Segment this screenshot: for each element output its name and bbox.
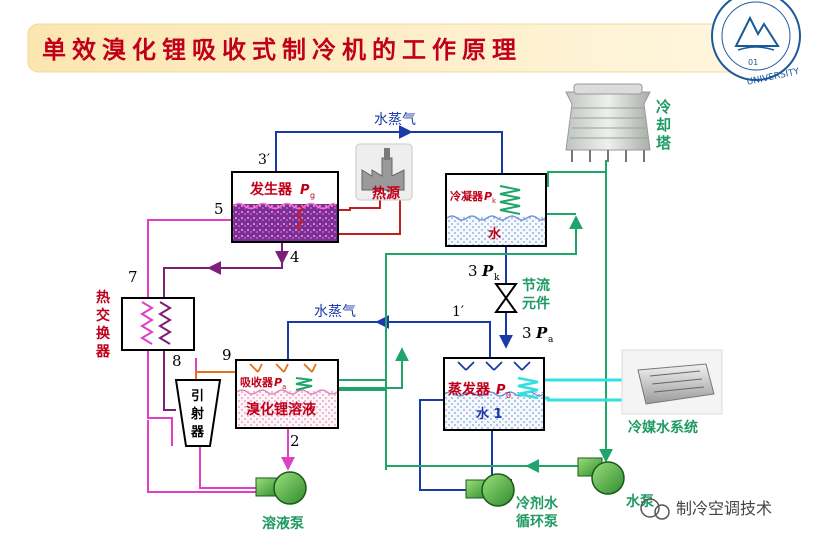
title-banner: 单效溴化锂吸收式制冷机的工作原理: [0, 0, 816, 80]
refrigerant-pump: 冷剂水 循环泵: [465, 473, 559, 530]
ejector: 引 射 器: [174, 379, 222, 447]
refrigerant-pump-loop: [491, 430, 512, 481]
condenser: 冷凝器 P k 水: [445, 173, 547, 247]
svg-text:器: 器: [95, 344, 111, 360]
generator: 发生器 P g: [231, 171, 339, 243]
heat-exchanger-label: 热 交 换 器: [95, 289, 111, 360]
wechat-icon: [640, 498, 660, 518]
watermark-text: 制冷空调技术: [676, 499, 772, 518]
svg-text:器: 器: [190, 425, 205, 440]
heat-exchanger: 热 交 换 器: [95, 289, 195, 360]
vapor-label-top: 水蒸气: [374, 112, 416, 128]
evaporator-coil: [517, 376, 539, 400]
factory-icon: [361, 157, 405, 191]
solution-pipe-pump-left: [147, 420, 262, 493]
absorber-pressure-symbol: P: [274, 376, 282, 389]
heat-source: 热源: [355, 143, 413, 202]
page-title: 单效溴化锂吸收式制冷机的工作原理: [42, 36, 522, 64]
svg-text:冷剂水: 冷剂水: [516, 495, 559, 512]
state-3prime: 3′: [258, 152, 270, 168]
state-3-pa: 3 P a: [522, 324, 554, 345]
state-9: 9: [222, 346, 232, 364]
svg-text:塔: 塔: [656, 134, 672, 152]
svg-text:P: P: [481, 262, 494, 280]
state-8: 8: [172, 352, 182, 370]
svg-text:节流: 节流: [522, 277, 550, 294]
libr-solution-label: 溴化锂溶液: [246, 401, 317, 418]
evaporator: 蒸发器 P 0 水 1: [443, 357, 545, 431]
evaporator-water-label: 水 1: [476, 406, 503, 422]
vapor-label-mid: 水蒸气: [314, 304, 356, 320]
solution-pump: 溶液泵: [255, 471, 307, 532]
svg-text:3: 3: [522, 324, 532, 342]
condenser-water-label: 水: [488, 226, 502, 242]
state-1prime: 1′: [452, 304, 464, 320]
svg-text:冷: 冷: [656, 98, 671, 116]
chilled-water-system-label: 冷媒水系统: [628, 419, 698, 436]
generator-pressure-symbol: P: [300, 183, 310, 198]
heat-source-label: 热源: [372, 185, 400, 202]
solution-pipe-pump: [199, 446, 262, 489]
svg-text:循环泵: 循环泵: [516, 513, 558, 530]
svg-text:3: 3: [468, 262, 478, 280]
absorber-pressure-sub: a: [282, 383, 286, 391]
water-pump: 水泵: [577, 457, 654, 510]
generator-label: 发生器: [249, 181, 293, 198]
solution-pipe-hx-down: [147, 348, 173, 446]
vapor-pipe-top: [275, 131, 503, 174]
university-logo: 01 UNIVERSITY: [711, 0, 801, 88]
absorber-coil: [295, 377, 313, 391]
solution-pipe-gen-left: [147, 219, 232, 298]
svg-text:却: 却: [656, 116, 671, 134]
svg-text:元件: 元件: [522, 295, 550, 312]
svg-text:a: a: [548, 335, 554, 345]
state-3-pk: 3 P k: [468, 262, 500, 283]
evaporator-spray-nozzles: [457, 361, 531, 371]
condenser-coil: [499, 185, 521, 215]
cooling-tower-label: 冷 却 塔: [656, 98, 672, 152]
state-2: 2: [290, 432, 300, 450]
throttle-valve: 节流 元件: [494, 277, 550, 313]
logo-number: 01: [748, 58, 758, 67]
fan-coil-unit: 冷媒水系统: [621, 349, 723, 436]
svg-text:P: P: [535, 324, 548, 342]
state-4: 4: [290, 248, 300, 266]
condenser-label: 冷凝器: [450, 189, 484, 203]
absorber-spray-nozzles: [249, 363, 317, 373]
generator-pressure-sub: g: [310, 191, 315, 200]
refrigerant-pump-loop-2: [419, 399, 472, 491]
state-7: 7: [128, 268, 138, 286]
evaporator-pressure-symbol: P: [496, 383, 506, 398]
evaporator-label: 蒸发器: [448, 381, 491, 398]
evaporator-pressure-sub: 0: [506, 391, 511, 400]
solution-pump-label: 溶液泵: [262, 515, 304, 532]
water-pump-label: 水泵: [626, 493, 654, 510]
condenser-pressure-symbol: P: [484, 190, 492, 203]
svg-text:换: 换: [96, 325, 111, 342]
svg-text:引: 引: [191, 389, 204, 404]
svg-text:热: 热: [96, 289, 110, 306]
svg-text:射: 射: [190, 406, 204, 422]
svg-text:交: 交: [96, 307, 110, 324]
cooling-water-abs-2: [312, 347, 409, 389]
condenser-pressure-sub: k: [492, 197, 497, 205]
watermark: 制冷空调技术: [640, 498, 772, 520]
vapor-pipe-mid: [287, 321, 491, 360]
conc-solution-pipe: [163, 242, 283, 298]
absorber: 吸收器 P a 溴化锂溶液: [235, 359, 339, 429]
conc-solution-to-ejector: [163, 348, 176, 411]
state-5: 5: [214, 200, 224, 218]
cooling-tower: 冷 却 塔: [565, 83, 672, 162]
cooling-water-return: [385, 215, 583, 470]
svg-text:k: k: [494, 273, 500, 283]
absorber-label: 吸收器: [240, 375, 274, 389]
